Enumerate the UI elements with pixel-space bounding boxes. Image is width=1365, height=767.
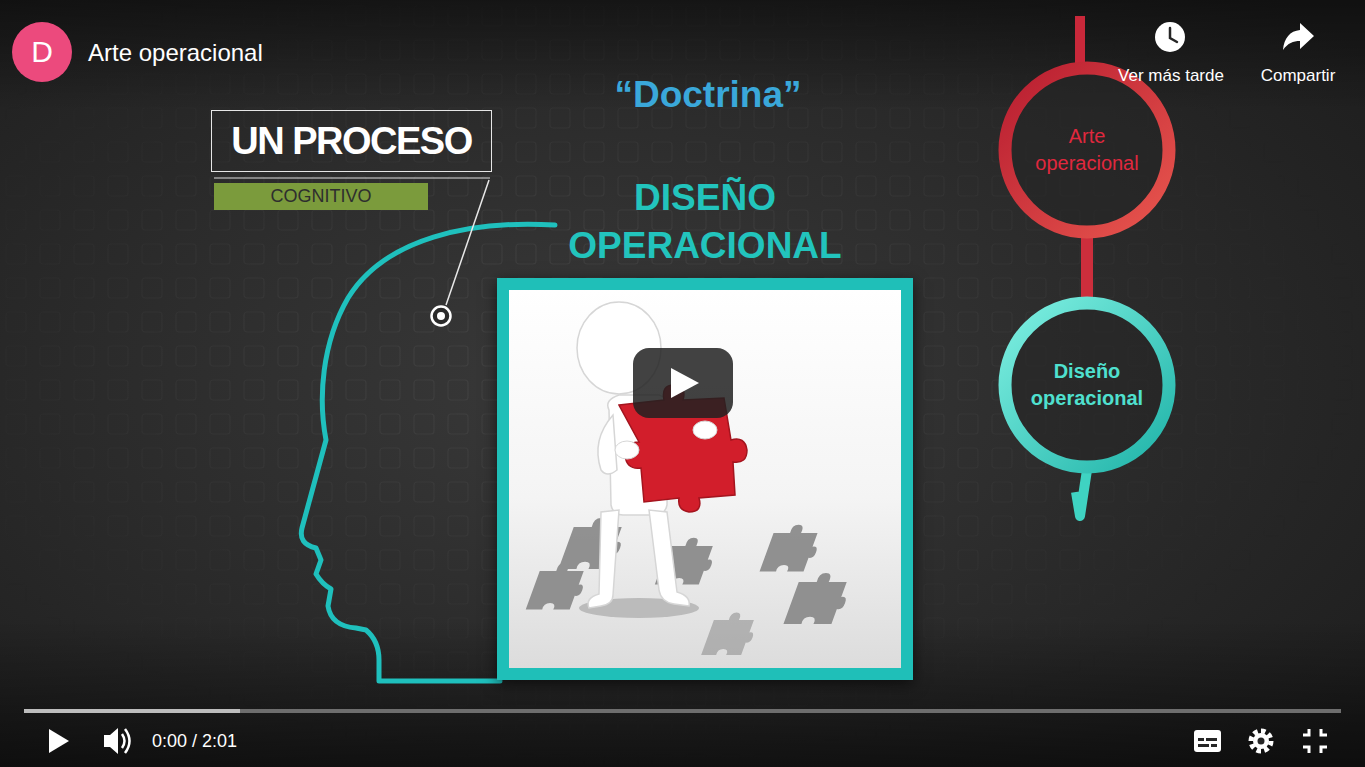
- ring-connector: [1081, 234, 1093, 301]
- settings-icon: [1251, 731, 1271, 751]
- puzzle-illustration: [509, 290, 901, 668]
- concept-circle: Arte operacional: [997, 60, 1177, 240]
- node-text: COGNITIVO: [270, 186, 371, 207]
- slide-heading: “Doctrina”: [614, 74, 801, 116]
- leader-line: [446, 180, 489, 305]
- node-text: Arte operacional: [1022, 123, 1152, 177]
- concept-circle: Diseño operacional: [997, 295, 1177, 475]
- progress-track: [24, 709, 1341, 713]
- time-display: 0:00 / 2:01: [152, 731, 237, 752]
- underline: [214, 177, 490, 178]
- play-icon: [49, 729, 69, 753]
- ring-tail: [1075, 16, 1085, 68]
- avatar-circle: D: [12, 22, 72, 82]
- ring-outline: [997, 60, 1177, 240]
- watch-later-label: Ver más tarde: [1118, 66, 1224, 86]
- node-text: D: [31, 22, 53, 82]
- title-box: UN PROCESO: [211, 110, 492, 172]
- share-label: Compartir: [1261, 66, 1336, 86]
- node-text: UN PROCESO: [231, 120, 471, 163]
- leader-dot: [432, 307, 451, 326]
- picture-frame: [497, 278, 913, 680]
- video-title: Arte operacional: [88, 39, 263, 67]
- node-text: Diseño operacional: [1017, 358, 1157, 412]
- node-text: DISEÑO OPERACIONAL: [535, 174, 875, 270]
- ring-outline: [997, 295, 1177, 475]
- clock-icon: [1155, 22, 1185, 52]
- volume-icon: [104, 728, 130, 754]
- exit-fullscreen-icon: [1303, 729, 1327, 753]
- progress-buffer: [24, 709, 240, 713]
- subtitles-icon: [1194, 730, 1221, 752]
- video-play-button: [633, 348, 733, 418]
- ring-tail: [1076, 470, 1087, 516]
- subtitle-band: COGNITIVO: [214, 183, 428, 210]
- share-icon: [1283, 23, 1314, 50]
- picture-panel: DISEÑO OPERACIONAL: [497, 170, 913, 680]
